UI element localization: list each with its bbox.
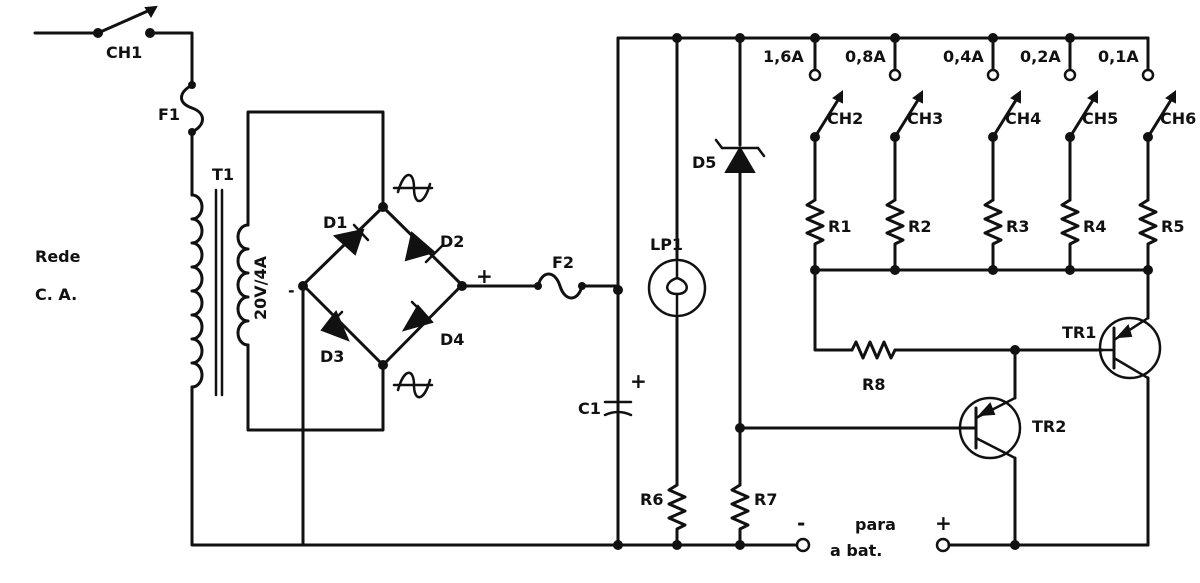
label-d2: D2 xyxy=(440,232,464,251)
range-switches xyxy=(808,36,1176,202)
resistor-r8 xyxy=(813,268,1104,367)
label-para: para xyxy=(855,515,896,534)
label-range-16: 1,6A xyxy=(763,47,804,66)
capacitor-c1 xyxy=(603,400,633,417)
transformer-t1 xyxy=(190,110,385,547)
mains-input xyxy=(33,5,194,87)
label-secondary: 20V/4A xyxy=(251,255,270,320)
label-ca: C. A. xyxy=(35,285,77,304)
label-ch1: CH1 xyxy=(106,43,142,62)
label-r7: R7 xyxy=(754,490,777,509)
labels: CH1 F1 T1 Rede C. A. 20V/4A - D1 D2 D3 D… xyxy=(35,43,1196,560)
zener-d5 xyxy=(714,36,766,547)
label-r6: R6 xyxy=(640,490,663,509)
fuse-f1 xyxy=(180,81,204,177)
output-plus-terminal[interactable] xyxy=(935,537,951,553)
label-r1: R1 xyxy=(828,217,851,236)
output-minus-terminal[interactable] xyxy=(795,537,811,553)
label-ch6: CH6 xyxy=(1160,109,1196,128)
label-bridge-plus: + xyxy=(476,264,493,288)
label-ch5: CH5 xyxy=(1082,109,1118,128)
label-output-plus: + xyxy=(935,511,952,535)
label-r2: R2 xyxy=(908,217,931,236)
label-r8: R8 xyxy=(862,375,885,394)
label-bridge-minus: - xyxy=(288,281,295,300)
range-resistors xyxy=(805,198,1158,320)
label-a-bat: a bat. xyxy=(830,541,882,560)
label-r5: R5 xyxy=(1161,217,1184,236)
bridge-rectifier xyxy=(298,173,467,547)
label-range-08: 0,8A xyxy=(845,47,886,66)
positive-bus xyxy=(616,33,1150,547)
label-ch2: CH2 xyxy=(827,109,863,128)
label-d3: D3 xyxy=(320,347,344,366)
lamp-lp1 xyxy=(647,36,707,547)
label-tr2: TR2 xyxy=(1032,417,1066,436)
label-c1-plus: + xyxy=(630,369,647,393)
transistor-tr1 xyxy=(1098,316,1162,547)
negative-bus xyxy=(298,537,1150,553)
label-ch3: CH3 xyxy=(907,109,943,128)
label-tr1: TR1 xyxy=(1062,323,1096,342)
label-lp1: LP1 xyxy=(650,235,683,254)
label-output-minus: - xyxy=(797,511,805,535)
label-range-01: 0,1A xyxy=(1098,47,1139,66)
label-r4: R4 xyxy=(1083,217,1106,236)
label-d1: D1 xyxy=(323,213,347,232)
label-ch4: CH4 xyxy=(1005,109,1041,128)
label-d5: D5 xyxy=(692,153,716,172)
label-rede: Rede xyxy=(35,247,81,266)
transistor-tr2 xyxy=(738,363,1022,547)
label-r3: R3 xyxy=(1006,217,1029,236)
label-t1: T1 xyxy=(212,165,234,184)
label-c1: C1 xyxy=(578,399,601,418)
label-f1: F1 xyxy=(158,105,180,124)
label-f2: F2 xyxy=(552,253,574,272)
label-range-02: 0,2A xyxy=(1020,47,1061,66)
label-d4: D4 xyxy=(440,330,464,349)
label-range-04: 0,4A xyxy=(943,47,984,66)
